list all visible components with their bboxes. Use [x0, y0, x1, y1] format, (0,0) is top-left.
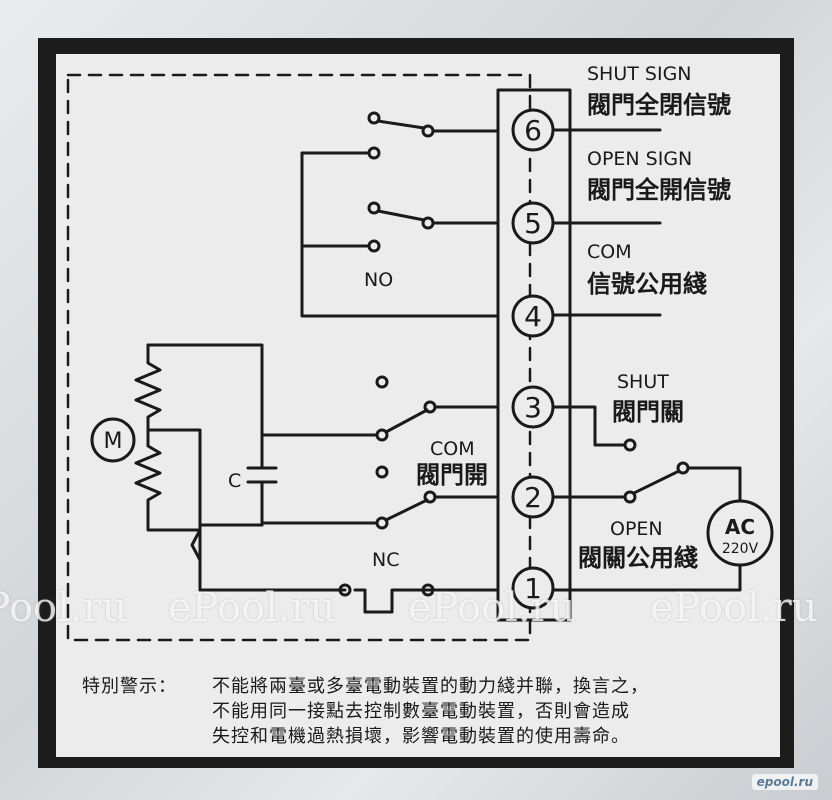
warning-line-2: 不能用同一接點去控制數臺電動裝置，否則會造成: [212, 701, 630, 722]
control-switch-open-contact: [623, 490, 637, 504]
terminal-3-label-zh: 閥門關: [612, 398, 684, 426]
terminal-5-number: 5: [524, 207, 542, 240]
capacitor-label: C: [228, 470, 241, 492]
terminal-5-label-en: OPEN SIGN: [587, 148, 692, 170]
motor-winding-frame: [146, 343, 264, 437]
terminal-4-label-en: COM: [587, 241, 632, 263]
terminal-6-label-zh: 閥門全閉信號: [587, 91, 731, 119]
limit-switch-shut-upper-contact: [375, 375, 389, 389]
terminal-3-label-en: SHUT: [617, 371, 669, 393]
warning-line-3: 失控和電機過熱損壞，影響電動裝置的使用壽命。: [212, 726, 630, 747]
terminal-1-number: 1: [524, 572, 542, 605]
limit-switch-open-blade: [384, 498, 429, 522]
enclosure-boundary: [66, 73, 532, 642]
limit-switch-shut-blade: [384, 408, 429, 434]
motor-label: M: [104, 429, 123, 454]
control-switch-blade: [632, 469, 681, 495]
ac-return-wire: [551, 563, 742, 592]
motor-winding-lower: [134, 428, 202, 532]
terminal-1: [511, 566, 555, 610]
ac-source-label: AC: [725, 515, 755, 539]
no-contact-label: NO: [364, 269, 393, 291]
terminal-4-number: 4: [524, 300, 542, 333]
motor-neutral-lead: [190, 528, 202, 562]
site-badge: epool.ru: [751, 774, 818, 790]
terminal-4-label-zh: 信號公用綫: [587, 270, 707, 298]
terminal-6-number: 6: [524, 114, 542, 147]
warning-heading: 特別警示：: [82, 676, 177, 697]
terminal-2-number: 2: [524, 481, 542, 514]
motor-winding-upper: [134, 343, 162, 432]
watermark: ePool.ru: [408, 585, 576, 631]
terminal-2-label-zh: 閥關公用綫: [578, 544, 698, 572]
thermal-protector-contact-left: [338, 583, 352, 597]
control-switch-shut-contact: [623, 438, 637, 452]
terminal-strip: [496, 88, 572, 622]
signal-switch-b-contact: [367, 201, 381, 215]
com-label-en: COM: [430, 438, 475, 460]
watermark: ePool.ru: [168, 585, 336, 631]
terminal-5: [511, 201, 555, 245]
terminal-6: [511, 108, 555, 152]
nc-contact-label: NC: [372, 549, 399, 571]
com-label-zh: 閥門開: [416, 461, 488, 489]
watermark: ePool.ru: [650, 585, 818, 631]
signal-switch-a-contact: [367, 111, 381, 125]
neutral-wire: [198, 588, 500, 614]
terminal-2-label-en: OPEN: [610, 518, 663, 540]
limit-switch-open-upper-contact: [375, 465, 389, 479]
motor-center-tap: [146, 428, 202, 592]
ac-voltage-label: 220V: [722, 541, 759, 557]
warning-line-1: 不能將兩臺或多臺電動裝置的動力綫并聯，換言之，: [212, 676, 649, 697]
watermark: ePool.ru: [0, 585, 128, 631]
terminal-6-label-en: SHUT SIGN: [587, 63, 692, 85]
terminal-4: [511, 294, 555, 338]
control-switch-to-supply: [686, 466, 742, 502]
shut-command-wire: [551, 405, 627, 447]
signal-switch-b-blade: [376, 209, 426, 222]
motor-symbol: [90, 417, 136, 463]
signal-switch-a-blade: [376, 119, 426, 130]
thermal-protector-contact-right: [421, 583, 435, 597]
terminal-2: [511, 475, 555, 519]
terminal-3-number: 3: [524, 391, 542, 424]
terminal-3: [511, 385, 555, 429]
terminal-5-label-zh: 閥門全開信號: [587, 176, 731, 204]
signal-common-bus: [300, 151, 500, 318]
